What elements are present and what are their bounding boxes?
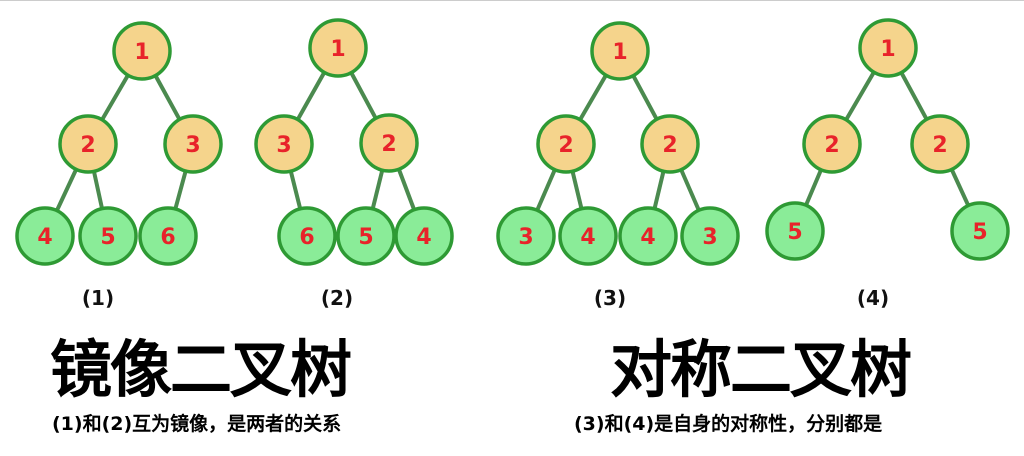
node-value: 4 [580,225,595,250]
mirror-tree-caption: (1)和(2)互为镜像，是两者的关系 [52,413,342,435]
node-circle [802,114,862,174]
tree-node: 1 [590,21,650,81]
tree-node: 2 [359,113,419,173]
node-value: 1 [330,37,345,62]
node-circle [618,206,678,266]
node-value: 1 [134,40,149,65]
node-value: 2 [932,133,947,158]
node-circle [138,206,198,266]
node-circle [558,206,618,266]
node-circle [58,114,118,174]
tree-node: 1 [308,18,368,78]
node-value: 1 [612,40,627,65]
tree-2-label: (2) [320,286,354,310]
tree-3-label: (3) [593,286,627,310]
tree-node: 2 [640,114,700,174]
node-value: 3 [702,225,717,250]
node-circle [112,21,172,81]
tree-node: 2 [58,114,118,174]
node-circle [536,114,596,174]
node-value: 1 [880,37,895,62]
node-value: 5 [787,220,802,245]
tree-node: 2 [910,114,970,174]
node-value: 2 [558,133,573,158]
node-circle [15,206,75,266]
tree-node: 4 [558,206,618,266]
mirror-tree-title: 镜像二叉树 [50,333,352,406]
node-circle [680,206,740,266]
tree-1-label: (1) [81,286,115,310]
node-circle [336,206,396,266]
tree-node: 2 [802,114,862,174]
node-value: 3 [185,133,200,158]
node-circle [254,114,314,174]
node-circle [950,201,1010,261]
node-circle [910,114,970,174]
tree-node: 3 [496,206,556,266]
tree-node: 3 [254,114,314,174]
tree-node: 2 [536,114,596,174]
tree-node: 5 [78,206,138,266]
node-value: 3 [276,133,291,158]
tree-node: 5 [336,206,396,266]
tree-node: 4 [15,206,75,266]
tree-node: 3 [680,206,740,266]
node-value: 5 [972,220,987,245]
node-value: 2 [824,133,839,158]
node-value: 3 [518,225,533,250]
node-circle [78,206,138,266]
node-circle [308,18,368,78]
node-circle [640,114,700,174]
node-value: 2 [662,133,677,158]
tree-node: 5 [950,201,1010,261]
node-circle [496,206,556,266]
node-circle [163,114,223,174]
node-circle [394,206,454,266]
tree-node: 5 [765,201,825,261]
node-value: 6 [299,225,314,250]
node-value: 4 [416,225,431,250]
node-circle [359,113,419,173]
symmetric-tree-caption: (3)和(4)是自身的对称性，分别都是 [574,413,883,435]
node-value: 2 [381,132,396,157]
node-circle [858,18,918,78]
node-value: 2 [80,133,95,158]
tree-node: 6 [138,206,198,266]
tree-4-label: (4) [856,286,890,310]
node-circle [590,21,650,81]
node-value: 4 [640,225,655,250]
node-circle [277,206,337,266]
binary-tree-diagram: 1 2 3 4 5 6 1 3 2 6 5 4 1 2 2 3 4 4 3 1 2 2 5 5 [15,18,1010,266]
node-value: 4 [37,225,52,250]
tree-node: 4 [394,206,454,266]
tree-node: 3 [163,114,223,174]
tree-node: 4 [618,206,678,266]
node-circle [765,201,825,261]
tree-node: 1 [858,18,918,78]
tree-node: 1 [112,21,172,81]
tree-node: 6 [277,206,337,266]
symmetric-tree-title: 对称二叉树 [610,333,912,406]
node-value: 5 [100,225,115,250]
node-value: 5 [358,225,373,250]
node-value: 6 [160,225,175,250]
